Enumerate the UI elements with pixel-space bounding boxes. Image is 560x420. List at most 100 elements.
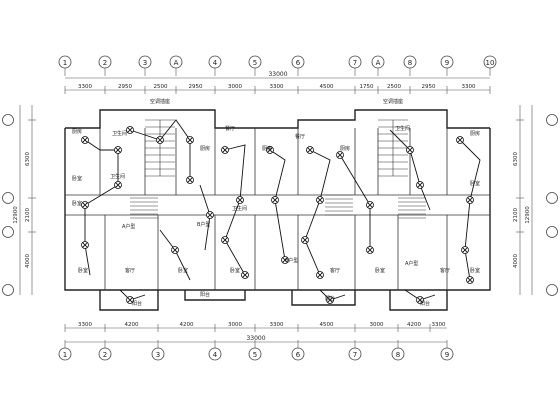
wiring-run	[339, 154, 371, 250]
axis-circle	[371, 55, 385, 69]
light-fixture-cross	[407, 147, 413, 153]
light-fixture-cross	[317, 197, 323, 203]
panel-label: 空调插座	[150, 98, 170, 105]
wiring-run	[269, 149, 286, 261]
axis-circle	[483, 55, 497, 69]
axis-circle	[291, 347, 305, 361]
wiring-run	[304, 149, 331, 276]
room-label: 客厅	[440, 267, 450, 274]
axis-circle	[546, 192, 558, 204]
axis-label: 1	[63, 59, 67, 67]
dim-label-bottom: 3300	[432, 322, 446, 328]
room-label: B户型	[197, 221, 210, 228]
axis-label: 9	[445, 351, 449, 359]
axis-label: 3	[143, 59, 147, 67]
light-fixture-cross	[417, 297, 423, 303]
axis-circle	[98, 347, 112, 361]
light-fixtures	[81, 126, 474, 304]
axis-label: 4	[213, 59, 218, 67]
axis-circle	[391, 347, 405, 361]
dim-label-bottom: 3300	[270, 322, 284, 328]
light-fixture-cross	[82, 137, 88, 143]
axis-circle	[546, 114, 558, 126]
axis-circle	[208, 55, 222, 69]
room-label: 厨房	[262, 145, 272, 152]
dim-label-bottom: 4500	[320, 322, 334, 328]
balcony-right	[389, 290, 448, 311]
wiring-run	[459, 139, 481, 281]
light-fixture-cross	[222, 237, 228, 243]
light-fixture-cross	[467, 277, 473, 283]
light-fixture-cross	[237, 197, 243, 203]
dim-total-top: 33000	[268, 71, 287, 78]
axis-circle	[348, 55, 362, 69]
wiring-run	[84, 139, 119, 276]
dim-label-side: 4000	[25, 254, 31, 268]
light-fixture-cross	[267, 147, 273, 153]
room-label: A户型	[405, 260, 418, 267]
axis-circle	[169, 55, 183, 69]
room-label: 阳台	[420, 300, 430, 307]
room-label: 阳台	[200, 291, 210, 298]
light-fixture-cross	[115, 147, 121, 153]
light-fixture-cross	[172, 247, 178, 253]
axis-circle	[440, 347, 454, 361]
dim-label-top: 3000	[228, 84, 242, 90]
dim-label-top: 3300	[78, 84, 92, 90]
dim-label-bottom: 4200	[407, 322, 421, 328]
exterior-wall	[64, 128, 491, 291]
dim-label-bottom: 3000	[228, 322, 242, 328]
wiring-run	[389, 129, 431, 211]
top-wall	[65, 109, 490, 129]
axis-circle	[58, 55, 72, 69]
light-fixture-cross	[302, 237, 308, 243]
axis-circle	[2, 284, 14, 296]
axis-circle	[546, 226, 558, 238]
axis-circle	[151, 347, 165, 361]
dim-label-top: 2950	[422, 84, 436, 90]
axis-circle	[546, 284, 558, 296]
axis-circle	[403, 55, 417, 69]
axis-label: A	[376, 59, 381, 67]
axis-label: 5	[253, 351, 257, 359]
panel-label: 空调插座	[383, 98, 403, 105]
balcony-mid	[291, 290, 356, 306]
axis-label: 6	[296, 59, 301, 67]
room-label: B户型	[285, 257, 298, 264]
room-label: 餐厅	[225, 125, 235, 132]
axis-label: 7	[353, 59, 357, 67]
dim-label-bottom: 3300	[78, 322, 92, 328]
room-label: 客厅	[330, 267, 340, 274]
light-fixture-cross	[127, 297, 133, 303]
axis-circle	[2, 226, 14, 238]
axis-circle	[2, 114, 14, 126]
balcony-center	[184, 290, 246, 301]
axis-label: 8	[408, 59, 412, 67]
room-label: 厨房	[340, 145, 350, 152]
axis-circle	[208, 347, 222, 361]
wiring-run	[129, 119, 191, 180]
axis-circle	[248, 347, 262, 361]
dim-label-side: 6300	[513, 152, 519, 166]
dim-label-top: 4500	[320, 84, 334, 90]
light-fixture-cross	[417, 182, 423, 188]
axis-label: 10	[486, 59, 495, 67]
light-fixture-cross	[242, 272, 248, 278]
axis-label: 1	[63, 351, 67, 359]
light-fixture-cross	[222, 147, 228, 153]
room-label: 卫生间	[395, 125, 410, 132]
light-fixture-cross	[462, 247, 468, 253]
light-fixture-cross	[207, 212, 213, 218]
room-label: 卧室	[470, 267, 480, 274]
light-fixture-cross	[337, 152, 343, 158]
stairwells	[130, 119, 426, 219]
light-fixture-cross	[457, 137, 463, 143]
room-label: A户型	[122, 223, 135, 230]
axis-circle	[440, 55, 454, 69]
dim-label-side: 2100	[513, 208, 519, 222]
light-fixture-cross	[272, 197, 278, 203]
balcony-left	[99, 290, 159, 311]
